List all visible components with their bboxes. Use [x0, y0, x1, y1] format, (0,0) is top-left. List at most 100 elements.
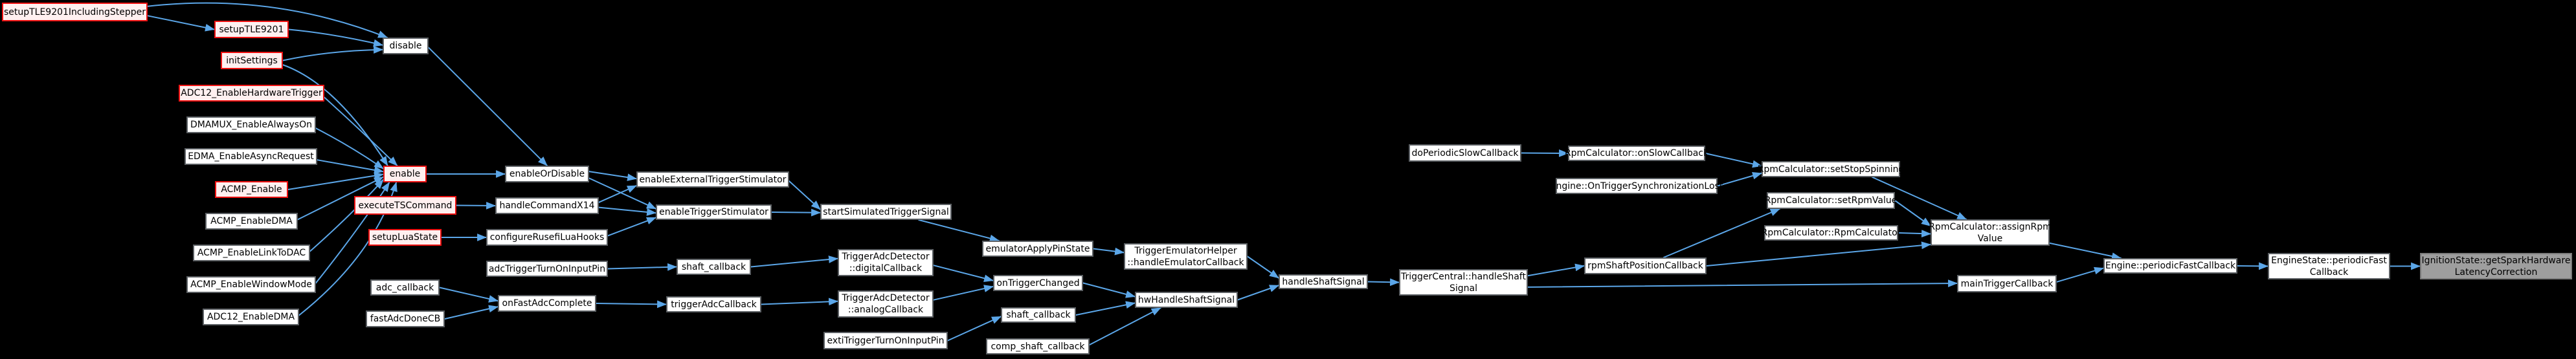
call-edge-disable-to-enableOrDisable [428, 47, 548, 166]
call-edge-initSettings-to-enable [282, 64, 388, 166]
graph-node-fastAdcDoneCB[interactable]: fastAdcDoneCB [366, 310, 445, 327]
call-edge-onTriggerChanged-to-hwHandleShaftSignal [1082, 282, 1136, 298]
graph-node-RpmCalculator::onSlowCallback[interactable]: RpmCalculator::onSlowCallback [1565, 146, 1708, 161]
graph-node-enableExternalTriggerStimulator[interactable]: enableExternalTriggerStimulator [636, 171, 789, 188]
call-edge-emulatorApplyPinState-to-TriggerEmulatorHelper::handleEmulatorCallback [1093, 247, 1125, 256]
call-edge-triggerAdcCallback-to-TriggerAdcDetector::analogCallback [761, 298, 839, 306]
call-edge-ACMP_EnableWindowMode-to-enable [315, 182, 390, 284]
call-edge-enableTriggerStimulator-to-startSimulatedTriggerSignal [771, 208, 822, 217]
graph-node-Engine::periodicFastCallback[interactable]: Engine::periodicFastCallback [2103, 258, 2237, 274]
call-edge-initSettings-to-disable [282, 46, 384, 61]
call-edge-extiTriggerTurnOnInputPin-to-shaft_callback2 [947, 316, 1002, 342]
call-edge-ACMP_EnableDMA-to-enable [297, 176, 384, 221]
graph-node-handleShaftSignal[interactable]: handleShaftSignal [1279, 274, 1368, 289]
call-edge-EDMA_EnableAsyncRequest-to-enable [317, 159, 385, 174]
call-edge-setupTLE9201IncludingStepper-to-disable [147, 2, 388, 38]
graph-node-adc_callback[interactable]: adc_callback [370, 279, 440, 296]
call-edge-setupTLE9201IncludingStepper-to-setupTLE9201 [147, 15, 216, 32]
call-edge-handleCommandX14-to-enableTriggerStimulator [598, 206, 657, 216]
call-edge-adcTriggerTurnOnInputPin-to-shaft_callback [607, 263, 678, 271]
graph-node-handleCommandX14[interactable]: handleCommandX14 [495, 197, 599, 214]
graph-node-enable[interactable]: enable [383, 166, 427, 182]
graph-node-EngineState::periodicFastCallback[interactable]: EngineState::periodicFast Callback [2268, 253, 2390, 279]
call-edge-onFastAdcComplete-to-triggerAdcCallback [596, 300, 667, 309]
graph-node-extiTriggerTurnOnInputPin[interactable]: extiTriggerTurnOnInputPin [823, 332, 948, 349]
graph-node-mainTriggerCallback[interactable]: mainTriggerCallback [1957, 275, 2057, 292]
graph-node-ACMP_EnableWindowMode[interactable]: ACMP_EnableWindowMode [186, 276, 316, 293]
graph-node-setupTLE9201IncludingStepper[interactable]: setupTLE9201IncludingStepper [2, 3, 148, 21]
graph-node-startSimulatedTriggerSignal[interactable]: startSimulatedTriggerSignal [820, 204, 952, 220]
graph-node-Engine::OnTriggerSynchronizationLost[interactable]: Engine::OnTriggerSynchronizationLost [1551, 178, 1723, 194]
graph-node-shaft_callback2[interactable]: shaft_callback [1001, 307, 1076, 323]
graph-node-enableOrDisable[interactable]: enableOrDisable [505, 166, 589, 182]
call-edge-fastAdcDoneCB-to-onFastAdcComplete [444, 305, 499, 320]
call-edge-ACMP_EnableLinkToDAC-to-enable [309, 179, 384, 252]
call-edge-enableOrDisable-to-enableExternalTriggerStimulator [588, 171, 638, 181]
call-edge-adc_callback-to-onFastAdcComplete [439, 287, 499, 303]
call-edge-TriggerCentral::handleShaftSignal-to-mainTriggerCallback [1527, 279, 1958, 288]
graph-node-configureRusefiLuaHooks[interactable]: configureRusefiLuaHooks [486, 229, 608, 246]
graph-node-setupLuaState[interactable]: setupLuaState [368, 229, 442, 246]
call-edge-RpmCalculator::onSlowCallback-to-RpmCalculator::setStopSpinning [1705, 153, 1763, 168]
call-edge-handleCommandX14-to-enableExternalTriggerStimulator [598, 185, 637, 203]
call-edge-doPeriodicSlowCallback-to-RpmCalculator::onSlowCallback [1521, 149, 1569, 157]
graph-node-rpmShaftPositionCallback[interactable]: rpmShaftPositionCallback [1584, 257, 1707, 274]
call-edge-Engine::OnTriggerSynchronizationLost-to-RpmCalculator::setStopSpinning [1717, 171, 1763, 187]
graph-node-EDMA_EnableAsyncRequest[interactable]: EDMA_EnableAsyncRequest [185, 148, 317, 165]
graph-node-TriggerEmulatorHelper::handleEmulatorCallback[interactable]: TriggerEmulatorHelper ::handleEmulatorCa… [1124, 243, 1248, 270]
graph-node-ADC12_EnableDMA[interactable]: ADC12_EnableDMA [203, 309, 299, 325]
graph-node-enableTriggerStimulator[interactable]: enableTriggerStimulator [656, 204, 772, 220]
call-edge-enableOrDisable-to-enableTriggerStimulator [588, 177, 656, 210]
call-edge-Engine::periodicFastCallback-to-EngineState::periodicFastCallback [2237, 262, 2269, 270]
graph-node-ACMP_EnableLinkToDAC[interactable]: ACMP_EnableLinkToDAC [193, 245, 310, 261]
call-edge-shaft_callback2-to-hwHandleShaftSignal [1075, 301, 1136, 316]
graph-node-onTriggerChanged[interactable]: onTriggerChanged [993, 275, 1083, 291]
call-edge-TriggerCentral::handleShaftSignal-to-rpmShaftPositionCallback [1527, 263, 1585, 277]
call-edge-enableExternalTriggerStimulator-to-startSimulatedTriggerSignal [789, 180, 821, 210]
call-edge-TriggerAdcDetector::analogCallback-to-onTriggerChanged [933, 285, 994, 301]
graph-node-RpmCalculator::RpmCalculator[interactable]: RpmCalculator::RpmCalculator [1762, 225, 1901, 241]
call-edge-rpmShaftPositionCallback-to-RpmCalculator::setRpmValue [1663, 208, 1780, 258]
graph-node-emulatorApplyPinState[interactable]: emulatorApplyPinState [982, 241, 1093, 257]
call-edge-configureRusefiLuaHooks-to-enableTriggerStimulator [607, 217, 657, 237]
graph-node-adcTriggerTurnOnInputPin[interactable]: adcTriggerTurnOnInputPin [486, 261, 608, 277]
graph-node-ACMP_EnableDMA[interactable]: ACMP_EnableDMA [205, 213, 298, 230]
graph-node-TriggerAdcDetector::digitalCallback[interactable]: TriggerAdcDetector ::digitalCallback [838, 249, 934, 276]
call-edge-ADC12_EnableHardwareTrigger-to-enable [324, 96, 398, 166]
graph-node-disable[interactable]: disable [383, 38, 429, 54]
graph-node-RpmCalculator::setStopSpinning[interactable]: RpmCalculator::setStopSpinning [1758, 161, 1904, 177]
call-edge-hwHandleShaftSignal-to-handleShaftSignal [1237, 285, 1280, 301]
graph-node-shaft_callback[interactable]: shaft_callback [677, 259, 751, 275]
graph-node-initSettings[interactable]: initSettings [221, 52, 283, 69]
graph-node-ACMP_Enable[interactable]: ACMP_Enable [215, 181, 288, 198]
call-edge-TriggerEmulatorHelper::handleEmulatorCallback-to-handleShaftSignal [1247, 256, 1279, 279]
call-edge-mainTriggerCallback-to-Engine::periodicFastCallback [2056, 267, 2105, 283]
graph-node-triggerAdcCallback[interactable]: triggerAdcCallback [666, 296, 761, 312]
call-edge-TriggerAdcDetector::digitalCallback-to-onTriggerChanged [933, 265, 994, 283]
graph-node-onFastAdcComplete[interactable]: onFastAdcComplete [498, 295, 596, 312]
graph-node-executeTSCommand[interactable]: executeTSCommand [354, 196, 456, 215]
graph-node-doPeriodicSlowCallback[interactable]: doPeriodicSlowCallback [1409, 144, 1521, 162]
graph-node-RpmCalculator::setRpmValue[interactable]: RpmCalculator::setRpmValue [1765, 192, 1897, 209]
graph-node-setupTLE9201[interactable]: setupTLE9201 [214, 21, 289, 38]
call-edge-handleShaftSignal-to-TriggerCentral::handleShaftSignal [1367, 278, 1400, 287]
graph-node-ADC12_EnableHardwareTrigger[interactable]: ADC12_EnableHardwareTrigger [179, 85, 324, 102]
graph-node-comp_shaft_callback[interactable]: comp_shaft_callback [986, 338, 1090, 354]
graph-node-TriggerAdcDetector::analogCallback[interactable]: TriggerAdcDetector ::analogCallback [838, 290, 934, 318]
call-edge-startSimulatedTriggerSignal-to-emulatorApplyPinState [918, 219, 1000, 243]
graph-node-DMAMUX_EnableAlwaysOn[interactable]: DMAMUX_EnableAlwaysOn [186, 116, 316, 133]
call-edge-shaft_callback-to-TriggerAdcDetector::digitalCallback [750, 256, 839, 268]
graph-node-TriggerCentral::handleShaftSignal[interactable]: TriggerCentral::handleShaft Signal [1399, 269, 1528, 296]
call-edge-setupTLE9201-to-disable [288, 28, 384, 47]
graph-node-hwHandleShaftSignal[interactable]: hwHandleShaftSignal [1135, 292, 1238, 308]
call-edge-DMAMUX_EnableAlwaysOn-to-enable [315, 127, 384, 169]
